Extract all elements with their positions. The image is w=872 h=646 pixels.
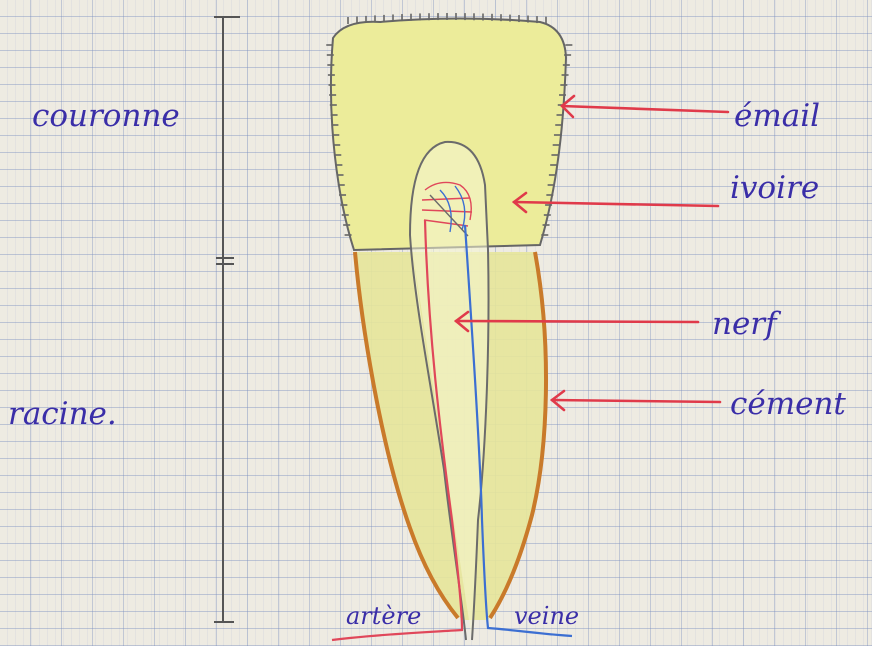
label-couronne: couronne bbox=[32, 98, 180, 134]
scale-bar bbox=[214, 16, 240, 622]
label-veine: veine bbox=[514, 602, 579, 630]
arrow-cement bbox=[552, 391, 720, 410]
label-cement: cément bbox=[730, 386, 846, 422]
arrow-email bbox=[562, 96, 728, 117]
label-racine: racine. bbox=[8, 396, 117, 432]
label-artere: artère bbox=[346, 602, 421, 630]
label-nerf: nerf bbox=[712, 306, 782, 342]
label-email: émail bbox=[734, 98, 820, 134]
label-ivoire: ivoire bbox=[730, 170, 819, 206]
